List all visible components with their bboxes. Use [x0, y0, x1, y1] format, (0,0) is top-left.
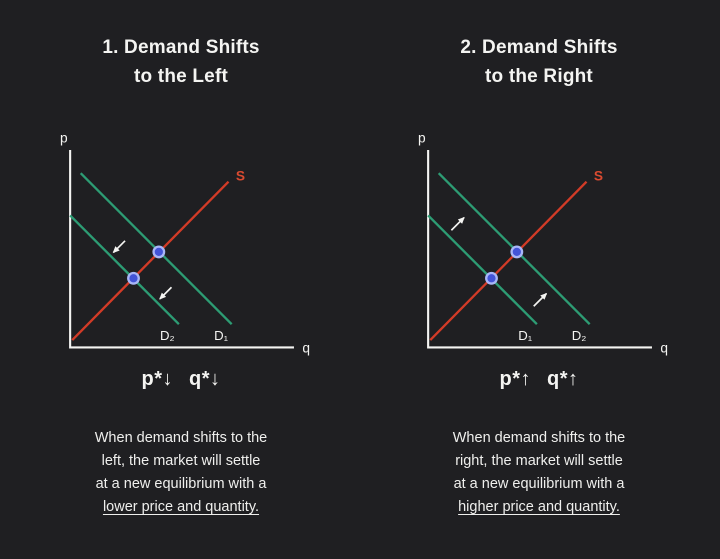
- supply-demand-graph-right: p q D₁ D₂ S: [418, 131, 668, 356]
- demand-label-right: D₁: [214, 328, 229, 343]
- caption-line1: When demand shifts to the: [94, 430, 268, 446]
- caption-line3: at a new equilibrium with a: [453, 475, 625, 492]
- supply-curve: [429, 180, 588, 341]
- equilibrium-point-original: [485, 271, 498, 285]
- shift-arrow-upper: [112, 240, 126, 254]
- caption-line1: When demand shifts to the: [452, 430, 626, 446]
- supply-label: S: [594, 169, 603, 184]
- demand-label-left: D₂: [160, 328, 175, 343]
- demand-curve-original: [427, 214, 538, 326]
- y-axis-label: p: [60, 131, 68, 146]
- caption-line2: left, the market will settle: [101, 452, 261, 469]
- panel-title-line1: 1. Demand Shifts: [102, 37, 260, 58]
- panel-caption: When demand shifts to the left, the mark…: [95, 427, 268, 519]
- demand-label-left: D₁: [518, 328, 533, 343]
- result-price: p*↓: [141, 368, 173, 390]
- caption-line2: right, the market will settle: [455, 452, 623, 469]
- demand-label-right: D₂: [572, 328, 587, 343]
- result-quantity: q*↑: [547, 368, 579, 390]
- panel-demand-shift-left: 1. Demand Shifts to the Left p q D₂ D₁ S: [15, 34, 347, 559]
- panel-title-line1: 2. Demand Shifts: [460, 37, 618, 58]
- panel-title: 2. Demand Shifts to the Right: [460, 34, 617, 91]
- supply-demand-graph-left: p q D₂ D₁ S: [60, 131, 310, 356]
- panel-title: 1. Demand Shifts to the Left: [102, 34, 259, 91]
- x-axis-label: q: [302, 341, 310, 356]
- caption-line4-underlined: lower price and quantity.: [102, 498, 260, 515]
- supply-label: S: [236, 169, 245, 184]
- equilibrium-point-new: [127, 271, 140, 285]
- equilibrium-point-new: [510, 245, 524, 259]
- result-price: p*↑: [499, 368, 531, 390]
- caption-line3: at a new equilibrium with a: [95, 475, 267, 492]
- demand-curve-shifted: [69, 214, 180, 326]
- panel-caption: When demand shifts to the right, the mar…: [453, 427, 626, 519]
- shift-arrow-lower: [533, 292, 548, 307]
- shift-arrow-lower: [159, 286, 173, 300]
- shift-arrow-upper: [450, 216, 465, 231]
- equilibrium-result: p*↓ q*↓: [142, 368, 221, 391]
- x-axis-label: q: [660, 341, 668, 356]
- panel-title-line2: to the Right: [485, 65, 593, 87]
- panel-demand-shift-right: 2. Demand Shifts to the Right p q D₁ D₂ …: [373, 34, 705, 559]
- caption-line4-underlined: higher price and quantity.: [458, 498, 620, 515]
- y-axis-label: p: [418, 131, 426, 146]
- panel-title-line2: to the Left: [133, 65, 229, 87]
- equilibrium-point-original: [152, 245, 166, 259]
- equilibrium-result: p*↑ q*↑: [500, 368, 579, 391]
- result-quantity: q*↓: [189, 368, 221, 390]
- supply-curve: [71, 180, 230, 341]
